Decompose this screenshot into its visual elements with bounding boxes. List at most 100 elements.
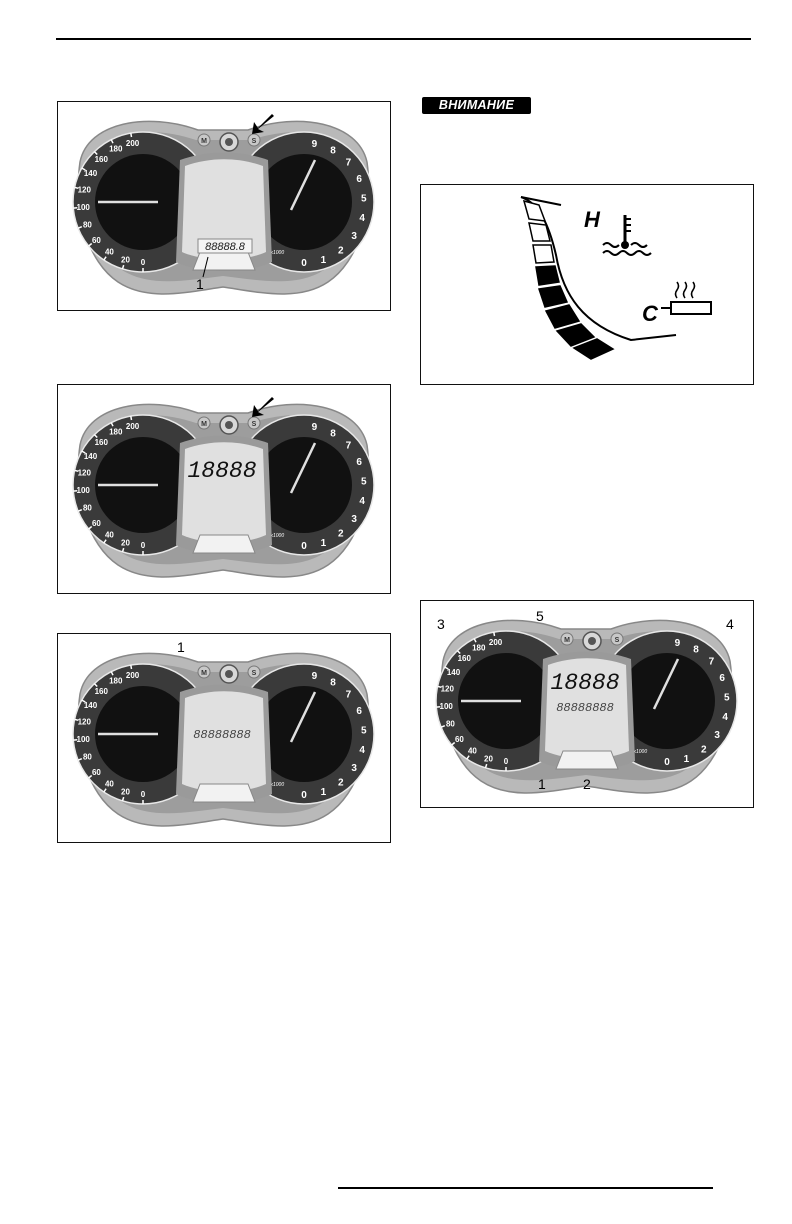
temperature-segment xyxy=(572,338,615,360)
gauge-figure-overview: 2001801601401201008060402009876543210RPM… xyxy=(420,600,754,808)
speed-tick-label: 60 xyxy=(455,735,464,744)
speed-tick-label: 20 xyxy=(484,754,493,763)
set-button-label: S xyxy=(252,670,257,677)
cold-engine-icon xyxy=(661,281,712,315)
callout-1-fig3: 1 xyxy=(177,639,185,655)
speed-tick-label: 200 xyxy=(489,638,503,647)
speed-tick xyxy=(93,434,98,439)
speed-tick xyxy=(103,788,107,793)
mode-button xyxy=(560,632,574,646)
speed-tick-label: 20 xyxy=(121,787,130,796)
speed-tick-label: 120 xyxy=(78,186,92,195)
rpm-tick-label: 8 xyxy=(330,146,336,157)
center-lcd xyxy=(182,691,266,792)
speed-tick xyxy=(130,132,133,138)
rpm-tick-label: 5 xyxy=(724,692,730,703)
rpm-tick-label: 3 xyxy=(714,730,720,741)
callout-4-fig4: 4 xyxy=(726,616,734,632)
speed-tick-label: 60 xyxy=(92,768,101,777)
rpm-tick-label: 2 xyxy=(701,744,707,755)
set-button-label: S xyxy=(615,637,620,644)
pointer-arrow xyxy=(252,397,274,417)
rpm-needle xyxy=(652,658,680,710)
speed-tick-label: 80 xyxy=(83,221,92,230)
rpm-tick-label: 3 xyxy=(351,763,357,774)
rpm-tick-label: 9 xyxy=(312,139,318,150)
gauge-figure-text-display: 2001801601401201008060402009876543210RPM… xyxy=(57,633,391,843)
speed-tick-label: 160 xyxy=(95,687,109,696)
rpm-needle xyxy=(289,159,317,211)
speed-tick xyxy=(110,422,114,427)
lcd-text-row: 88888888 xyxy=(193,728,251,742)
rpm-tick-label: 4 xyxy=(722,712,728,723)
speed-tick-label: 40 xyxy=(105,248,114,257)
rpm-tick-label: 6 xyxy=(356,457,362,468)
gauge-figure-speed-display: 2001801601401201008060402009876543210RPM… xyxy=(57,384,391,594)
callout-3-fig4: 3 xyxy=(437,616,445,632)
speed-tick-label: 60 xyxy=(92,519,101,528)
speed-tick xyxy=(110,671,114,676)
speed-tick xyxy=(484,763,488,769)
rpm-tick-label: 8 xyxy=(330,429,336,440)
rpm-tick-label: 7 xyxy=(346,158,352,169)
speed-tick xyxy=(444,666,449,670)
speed-tick xyxy=(103,539,107,544)
speed-tick xyxy=(81,167,86,171)
speed-tick xyxy=(93,151,98,156)
rpm-tick-label: 1 xyxy=(321,255,327,266)
speed-tick xyxy=(440,725,446,728)
set-button xyxy=(247,665,261,679)
set-button xyxy=(247,133,261,147)
rpm-tick-label: 6 xyxy=(356,174,362,185)
speed-tick xyxy=(74,469,79,473)
rpm-tick-label: 0 xyxy=(664,757,670,768)
speed-tick-label: 100 xyxy=(77,735,91,744)
speed-tick-label: 200 xyxy=(126,671,140,680)
speed-tick xyxy=(77,509,83,512)
speed-tick xyxy=(456,650,461,655)
center-lcd xyxy=(182,159,266,260)
speed-tick xyxy=(437,685,442,689)
odometer-readout: 88888.8 xyxy=(205,241,246,253)
speed-tick-label: 40 xyxy=(105,780,114,789)
callout-1-fig4: 1 xyxy=(538,776,546,792)
speed-tick-label: 140 xyxy=(84,169,98,178)
rpm-tick-label: 8 xyxy=(330,678,336,689)
speed-tick-label: 0 xyxy=(141,258,146,267)
rpm-tick-label: 9 xyxy=(675,638,681,649)
speed-tick-label: 140 xyxy=(447,668,461,677)
speed-tick-label: 120 xyxy=(78,718,92,727)
speed-tick xyxy=(121,547,125,553)
temperature-segment xyxy=(538,285,569,308)
speed-tick xyxy=(121,264,125,270)
temperature-segment xyxy=(544,304,581,329)
temperature-segment xyxy=(528,222,551,242)
speed-tick-label: 80 xyxy=(446,720,455,729)
rpm-tick-label: 5 xyxy=(361,476,367,487)
speed-tick-label: 60 xyxy=(92,236,101,245)
rpm-tick-label: 3 xyxy=(351,514,357,525)
rpm-tick-label: 0 xyxy=(301,790,307,801)
rpm-tick-label: 8 xyxy=(693,645,699,656)
speed-tick-label: 160 xyxy=(95,155,109,164)
speed-tick-label: 0 xyxy=(141,541,146,550)
pointer-arrow xyxy=(252,114,274,134)
speed-tick-label: 40 xyxy=(468,747,477,756)
rpm-tick-label: 1 xyxy=(684,754,690,765)
rpm-needle xyxy=(289,691,317,743)
mode-button xyxy=(197,665,211,679)
speed-tick-label: 100 xyxy=(77,203,91,212)
rpm-tick-label: 4 xyxy=(359,496,365,507)
speed-tick xyxy=(473,638,477,643)
mode-button-label: M xyxy=(201,138,207,145)
center-lcd xyxy=(182,442,266,543)
speed-tick xyxy=(81,450,86,454)
speed-tick-label: 80 xyxy=(83,504,92,513)
rpm-tick-label: 7 xyxy=(346,690,352,701)
mode-button-label: M xyxy=(201,421,207,428)
header-rule xyxy=(56,38,751,40)
